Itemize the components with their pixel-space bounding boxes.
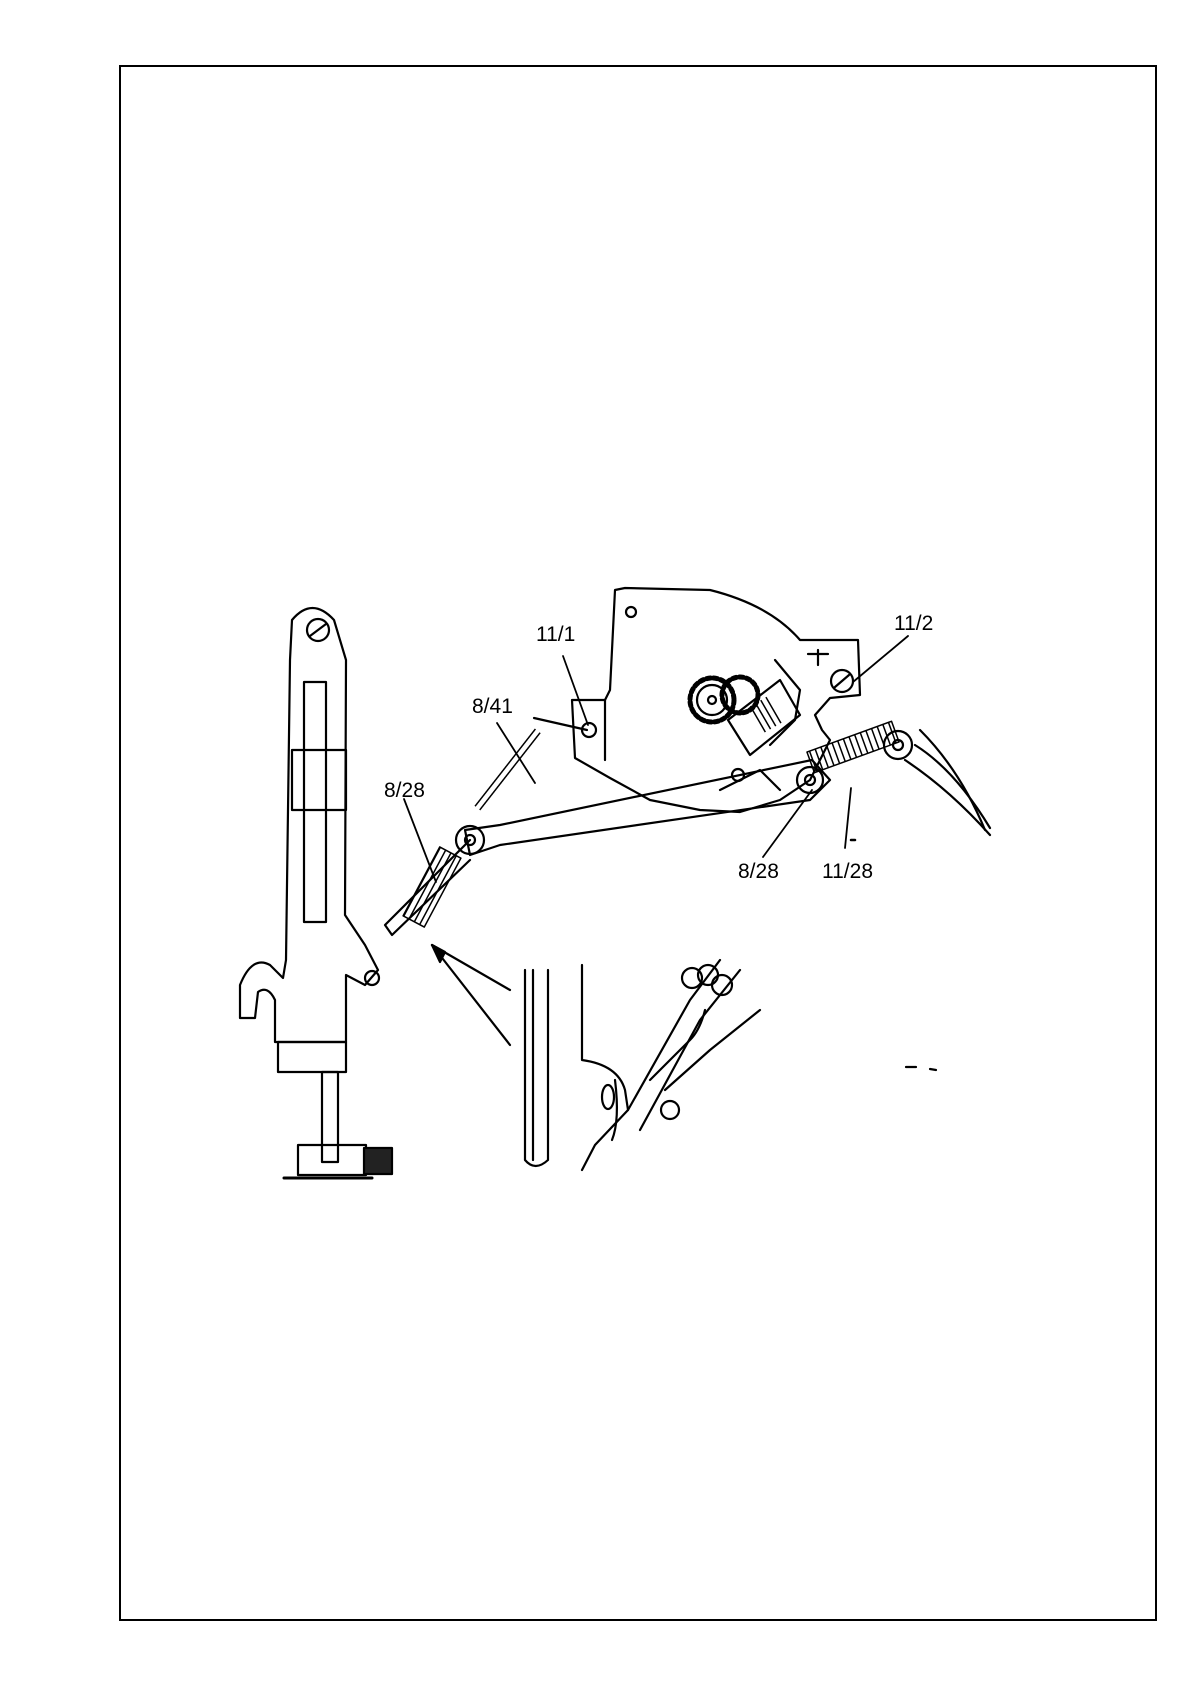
rivet-icon [626,607,636,617]
callout-8-28-left: 8/28 [384,779,425,802]
link-arm [385,760,830,935]
detail-inset [525,960,936,1170]
callout-8-28-right: 8/28 [738,860,779,883]
vertical-bar-assembly [240,608,392,1178]
spring-8-28-right [807,721,990,835]
callout-11-28: 11/28 [822,860,873,883]
mechanism-plate [572,588,860,812]
spring-8-41 [473,718,596,811]
callout-8-41: 8/41 [472,695,513,718]
callout-11-2: 11/2 [894,612,933,635]
detail-pointer-arrow [432,945,510,1045]
callout-11-1: 11/1 [536,623,575,646]
spring-8-28-left [403,847,461,927]
